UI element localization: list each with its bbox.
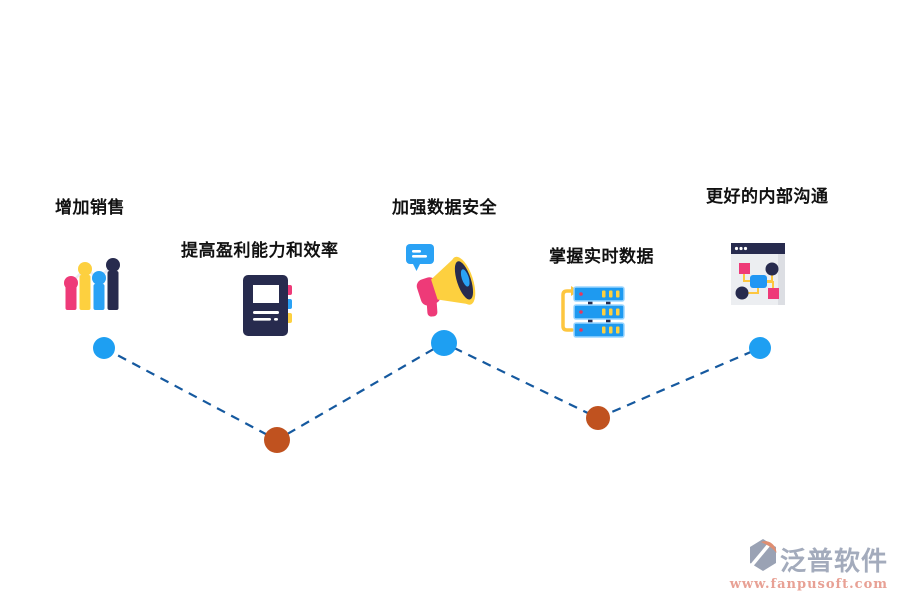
item-label-data-security: 加强数据安全 [392,198,497,217]
brand-name: 泛普软件 [779,547,888,577]
timeline-dot-2 [264,427,290,453]
timeline-dot-5 [749,337,771,359]
timeline-dot-4 [586,406,610,430]
notebook-icon [238,274,298,343]
timeline-dot-1 [93,337,115,359]
brand-logo-icon [748,538,778,577]
watermark: 泛普软件 www.fanpusoft.com [730,538,888,592]
megaphone-icon [400,238,484,329]
timeline-dot-3 [431,330,457,356]
server-stack-icon [558,283,628,346]
window-flowchart-icon [729,241,787,312]
item-label-profitability: 提高盈利能力和效率 [181,241,339,260]
bar-chart-icon [62,258,124,321]
item-label-internal-comms: 更好的内部沟通 [706,187,829,206]
timeline-dashed-line [103,341,761,442]
item-label-increase-sales: 增加销售 [55,198,125,217]
item-label-realtime-data: 掌握实时数据 [549,247,654,266]
brand-url: www.fanpusoft.com [729,577,888,592]
